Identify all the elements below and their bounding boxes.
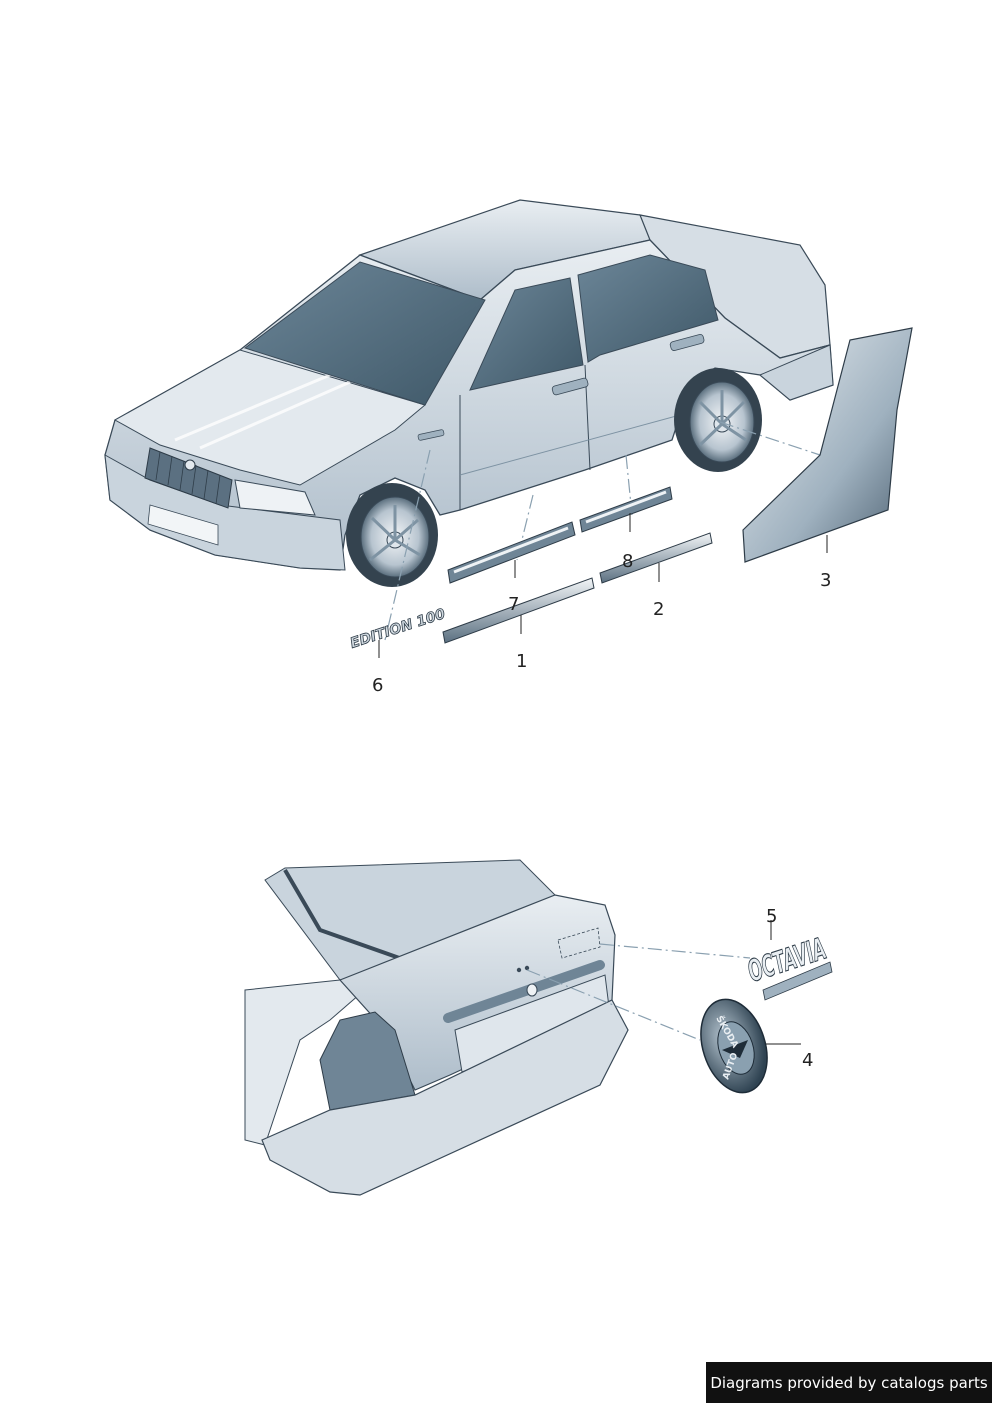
part-4-skoda-logo-emblem: ŠKODA AUTO bbox=[700, 998, 768, 1094]
callout-4: 4 bbox=[802, 1050, 813, 1071]
rear-door-window bbox=[577, 254, 719, 363]
windshield bbox=[243, 261, 486, 406]
part-7-sill-plate bbox=[447, 521, 576, 584]
front-door-window bbox=[469, 277, 584, 391]
callout-6: 6 bbox=[372, 675, 383, 696]
front-logo-icon bbox=[184, 459, 196, 471]
part-5-octavia-badge: OCTAVIA bbox=[743, 931, 833, 1001]
sedan-side-view bbox=[104, 199, 834, 587]
leader-lines-bottom bbox=[526, 943, 751, 1041]
headlight bbox=[234, 479, 316, 516]
callout-1: 1 bbox=[516, 651, 527, 672]
callout-5: 5 bbox=[766, 906, 777, 927]
part-8-sill-plate bbox=[579, 486, 673, 533]
rear-wheel bbox=[674, 368, 762, 472]
callout-8: 8 bbox=[622, 551, 633, 572]
callout-7: 7 bbox=[508, 594, 519, 615]
part-3-quarter-panel-foil bbox=[742, 327, 913, 563]
part-6-edition-badge: EDITION 100 bbox=[348, 606, 447, 652]
callout-3: 3 bbox=[820, 570, 831, 591]
grille bbox=[144, 447, 233, 509]
front-wheel bbox=[346, 483, 438, 587]
rear-trunk-view bbox=[244, 859, 629, 1196]
watermark-banner: Diagrams provided by catalogs parts bbox=[706, 1362, 992, 1403]
part-2-moulding bbox=[599, 532, 713, 584]
callout-2: 2 bbox=[653, 599, 664, 620]
rear-bumper bbox=[261, 999, 629, 1196]
part-1-moulding bbox=[442, 577, 595, 644]
rear-wiper bbox=[283, 868, 406, 962]
